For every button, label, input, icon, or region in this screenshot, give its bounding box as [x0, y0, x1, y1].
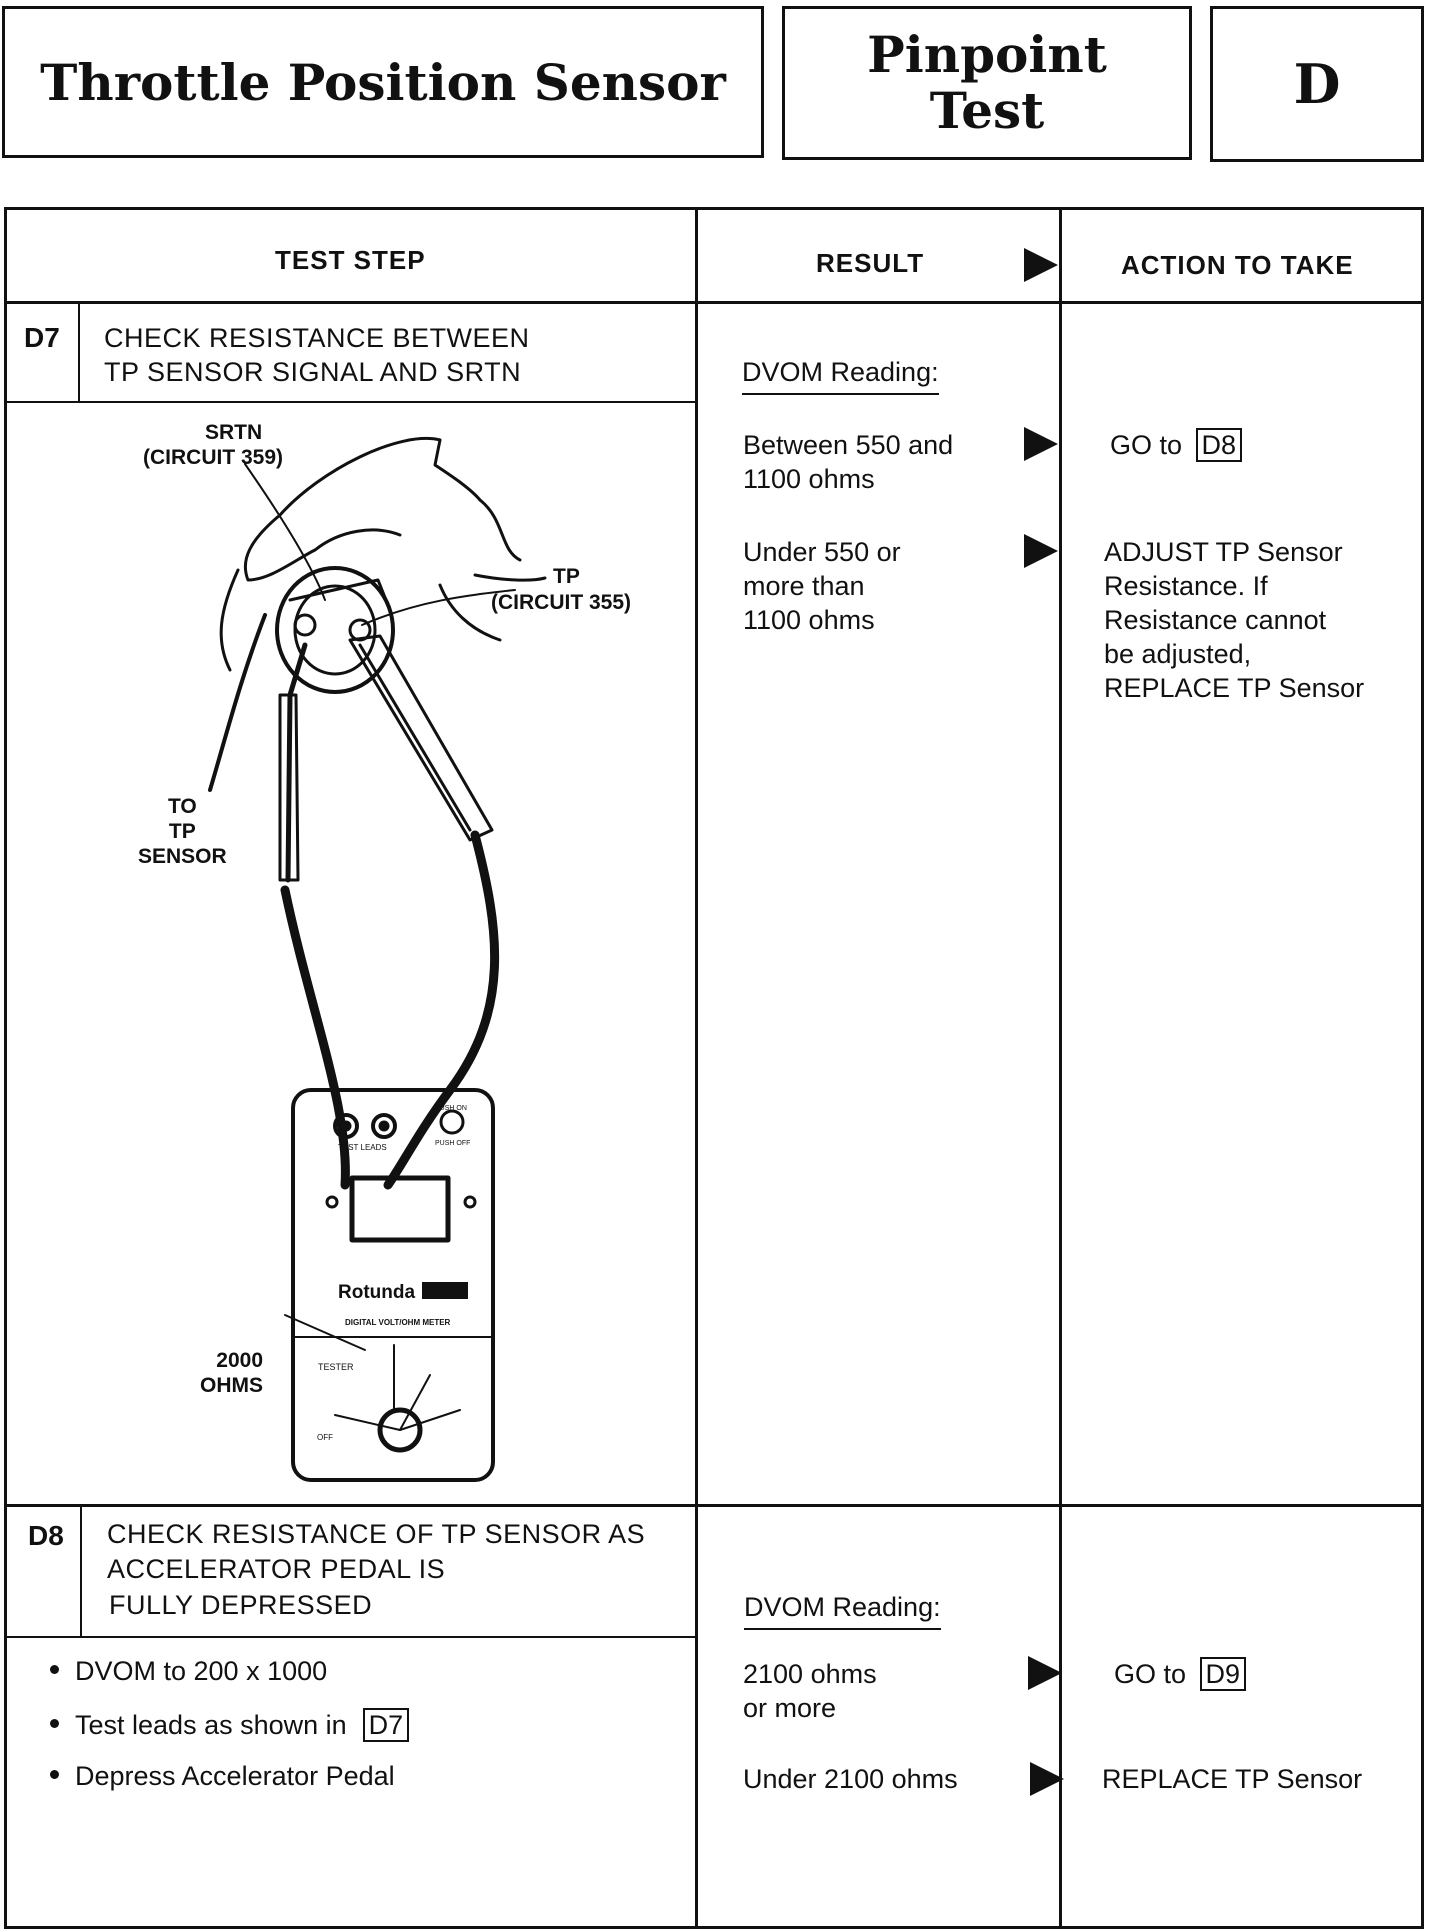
bullet-dot-icon [50, 1665, 59, 1675]
label-2000: 2000 [216, 1349, 263, 1372]
meter-push-on-text: PUSH ON [435, 1105, 467, 1112]
d7-result-1-arrow-icon [1024, 427, 1058, 461]
d7-title-bottom [4, 401, 697, 403]
test-code-box: D [1210, 6, 1424, 162]
d8-bullet-3: Depress Accelerator Pedal [50, 1761, 395, 1792]
bullet-dot-icon [50, 1719, 59, 1729]
col-header-test-step: TEST STEP [275, 245, 426, 275]
d8-action-goto: GO to D9 [1114, 1657, 1247, 1691]
col-divider-1 [695, 207, 698, 1929]
meter-brand-text: Rotunda [338, 1282, 415, 1303]
d7-result-1-line1: Between 550 and [743, 430, 954, 460]
label-ohms: OHMS [200, 1374, 263, 1397]
label-2000-ohms: 2000 OHMS [200, 1348, 263, 1398]
table-top-border [4, 207, 1424, 210]
d8-result-1-arrow-icon [1028, 1656, 1062, 1690]
d7-result-2-line3: 1100 ohms [743, 605, 875, 635]
d8-result-2-line1: Under 2100 ohms [743, 1764, 958, 1794]
d8-bullet-2: Test leads as shown in D7 [50, 1708, 410, 1742]
meter-push-off-text: PUSH OFF [435, 1140, 470, 1147]
d7-action-line1: ADJUST TP Sensor [1104, 537, 1343, 567]
d7-action-line3: Resistance cannot [1104, 605, 1327, 635]
label-circuit-355: (CIRCUIT 355) [491, 591, 632, 614]
label-srtn: SRTN [205, 420, 262, 445]
d8-title-line1: CHECK RESISTANCE OF TP SENSOR AS [107, 1519, 646, 1549]
d8-bullet-1: DVOM to 200 x 1000 [50, 1656, 327, 1687]
col-header-result: RESULT [816, 248, 925, 278]
d7-action-line4: be adjusted, [1104, 639, 1252, 669]
test-code: D [1293, 52, 1341, 116]
meter-tester-text: TESTER [318, 1362, 354, 1372]
d7-title-line1: CHECK RESISTANCE BETWEEN [104, 323, 530, 353]
d8-action-replace: REPLACE TP Sensor [1102, 1764, 1363, 1794]
d7-id-divider [78, 301, 80, 403]
pinpoint-test-box: Pinpoint Test [782, 6, 1192, 160]
col-divider-2 [1059, 207, 1062, 1929]
d7-action-line2: Resistance. If [1104, 571, 1268, 601]
d8-result-1-line1: 2100 ohms [743, 1659, 877, 1689]
d8-title-bottom [4, 1636, 697, 1638]
d7-ref-box: D7 [362, 1708, 410, 1742]
page-title: Throttle Position Sensor [40, 52, 726, 112]
label-srtn-line1: SRTN [205, 421, 263, 444]
step-id-d8: D8 [28, 1520, 64, 1551]
d7-action-goto: GO to D8 [1110, 428, 1243, 462]
d7-goto-text: GO to [1110, 430, 1183, 460]
d8-id-divider [80, 1504, 82, 1638]
d8-reading-label-text: DVOM Reading: [744, 1592, 941, 1630]
header-row-divider [4, 301, 1424, 304]
tp-sensor-test-illustration: TEST LEADS PUSH ON PUSH OFF Rotunda DIGI… [208, 437, 547, 1482]
d8-goto-text: GO to [1114, 1659, 1187, 1689]
label-to-tp-sensor: TO TP SENSOR [138, 794, 227, 869]
label-to-tp: TP [168, 820, 196, 843]
d7-action-line5: REPLACE TP Sensor [1104, 673, 1365, 703]
result-arrow-icon [1024, 248, 1058, 282]
d7-title-line2: TP SENSOR SIGNAL AND SRTN [104, 357, 522, 387]
d8-ref-box: D8 [1195, 428, 1243, 462]
d7-reading-label-text: DVOM Reading: [742, 357, 939, 395]
pinpoint-label: Pinpoint [867, 25, 1107, 84]
row-divider-d8 [4, 1504, 1424, 1507]
bullet-dot-icon [50, 1770, 59, 1780]
meter-caption-text: DIGITAL VOLT/OHM METER [345, 1318, 451, 1327]
d9-ref-box: D9 [1199, 1657, 1247, 1691]
d8-bullet-1-text: DVOM to 200 x 1000 [75, 1656, 328, 1686]
label-tp: TP [553, 565, 580, 588]
d8-result-1-line2: or more [743, 1693, 837, 1723]
meter-brand-badge [422, 1282, 468, 1299]
d8-result-2-arrow-icon [1030, 1762, 1064, 1796]
d8-title-line3: FULLY DEPRESSED [109, 1590, 373, 1620]
d8-bullet-3-text: Depress Accelerator Pedal [75, 1761, 395, 1791]
label-to: TO [167, 795, 197, 818]
table-left-border [4, 207, 7, 1929]
d8-bullet-2-text: Test leads as shown in [75, 1710, 347, 1740]
step-id-d7: D7 [24, 322, 60, 353]
d8-title-line2: ACCELERATOR PEDAL IS [107, 1554, 446, 1584]
meter-off-text: OFF [317, 1433, 333, 1442]
d7-result-2-line2: more than [743, 571, 865, 601]
d7-result-2-arrow-icon [1024, 534, 1058, 568]
d8-reading-label: DVOM Reading: [744, 1590, 941, 1630]
label-circuit-359: (CIRCUIT 359) [143, 446, 284, 469]
meter-test-leads-text: TEST LEADS [338, 1143, 387, 1152]
label-sensor: SENSOR [138, 845, 227, 868]
table-bottom-border [4, 1926, 1424, 1929]
table-right-border [1421, 207, 1424, 1929]
col-header-action: ACTION TO TAKE [1121, 250, 1354, 280]
d7-reading-label: DVOM Reading: [742, 355, 939, 395]
d7-result-2-line1: Under 550 or [743, 537, 901, 567]
title-box: Throttle Position Sensor [2, 6, 764, 158]
d7-result-1-line2: 1100 ohms [743, 464, 875, 494]
test-label: Test [929, 81, 1045, 140]
